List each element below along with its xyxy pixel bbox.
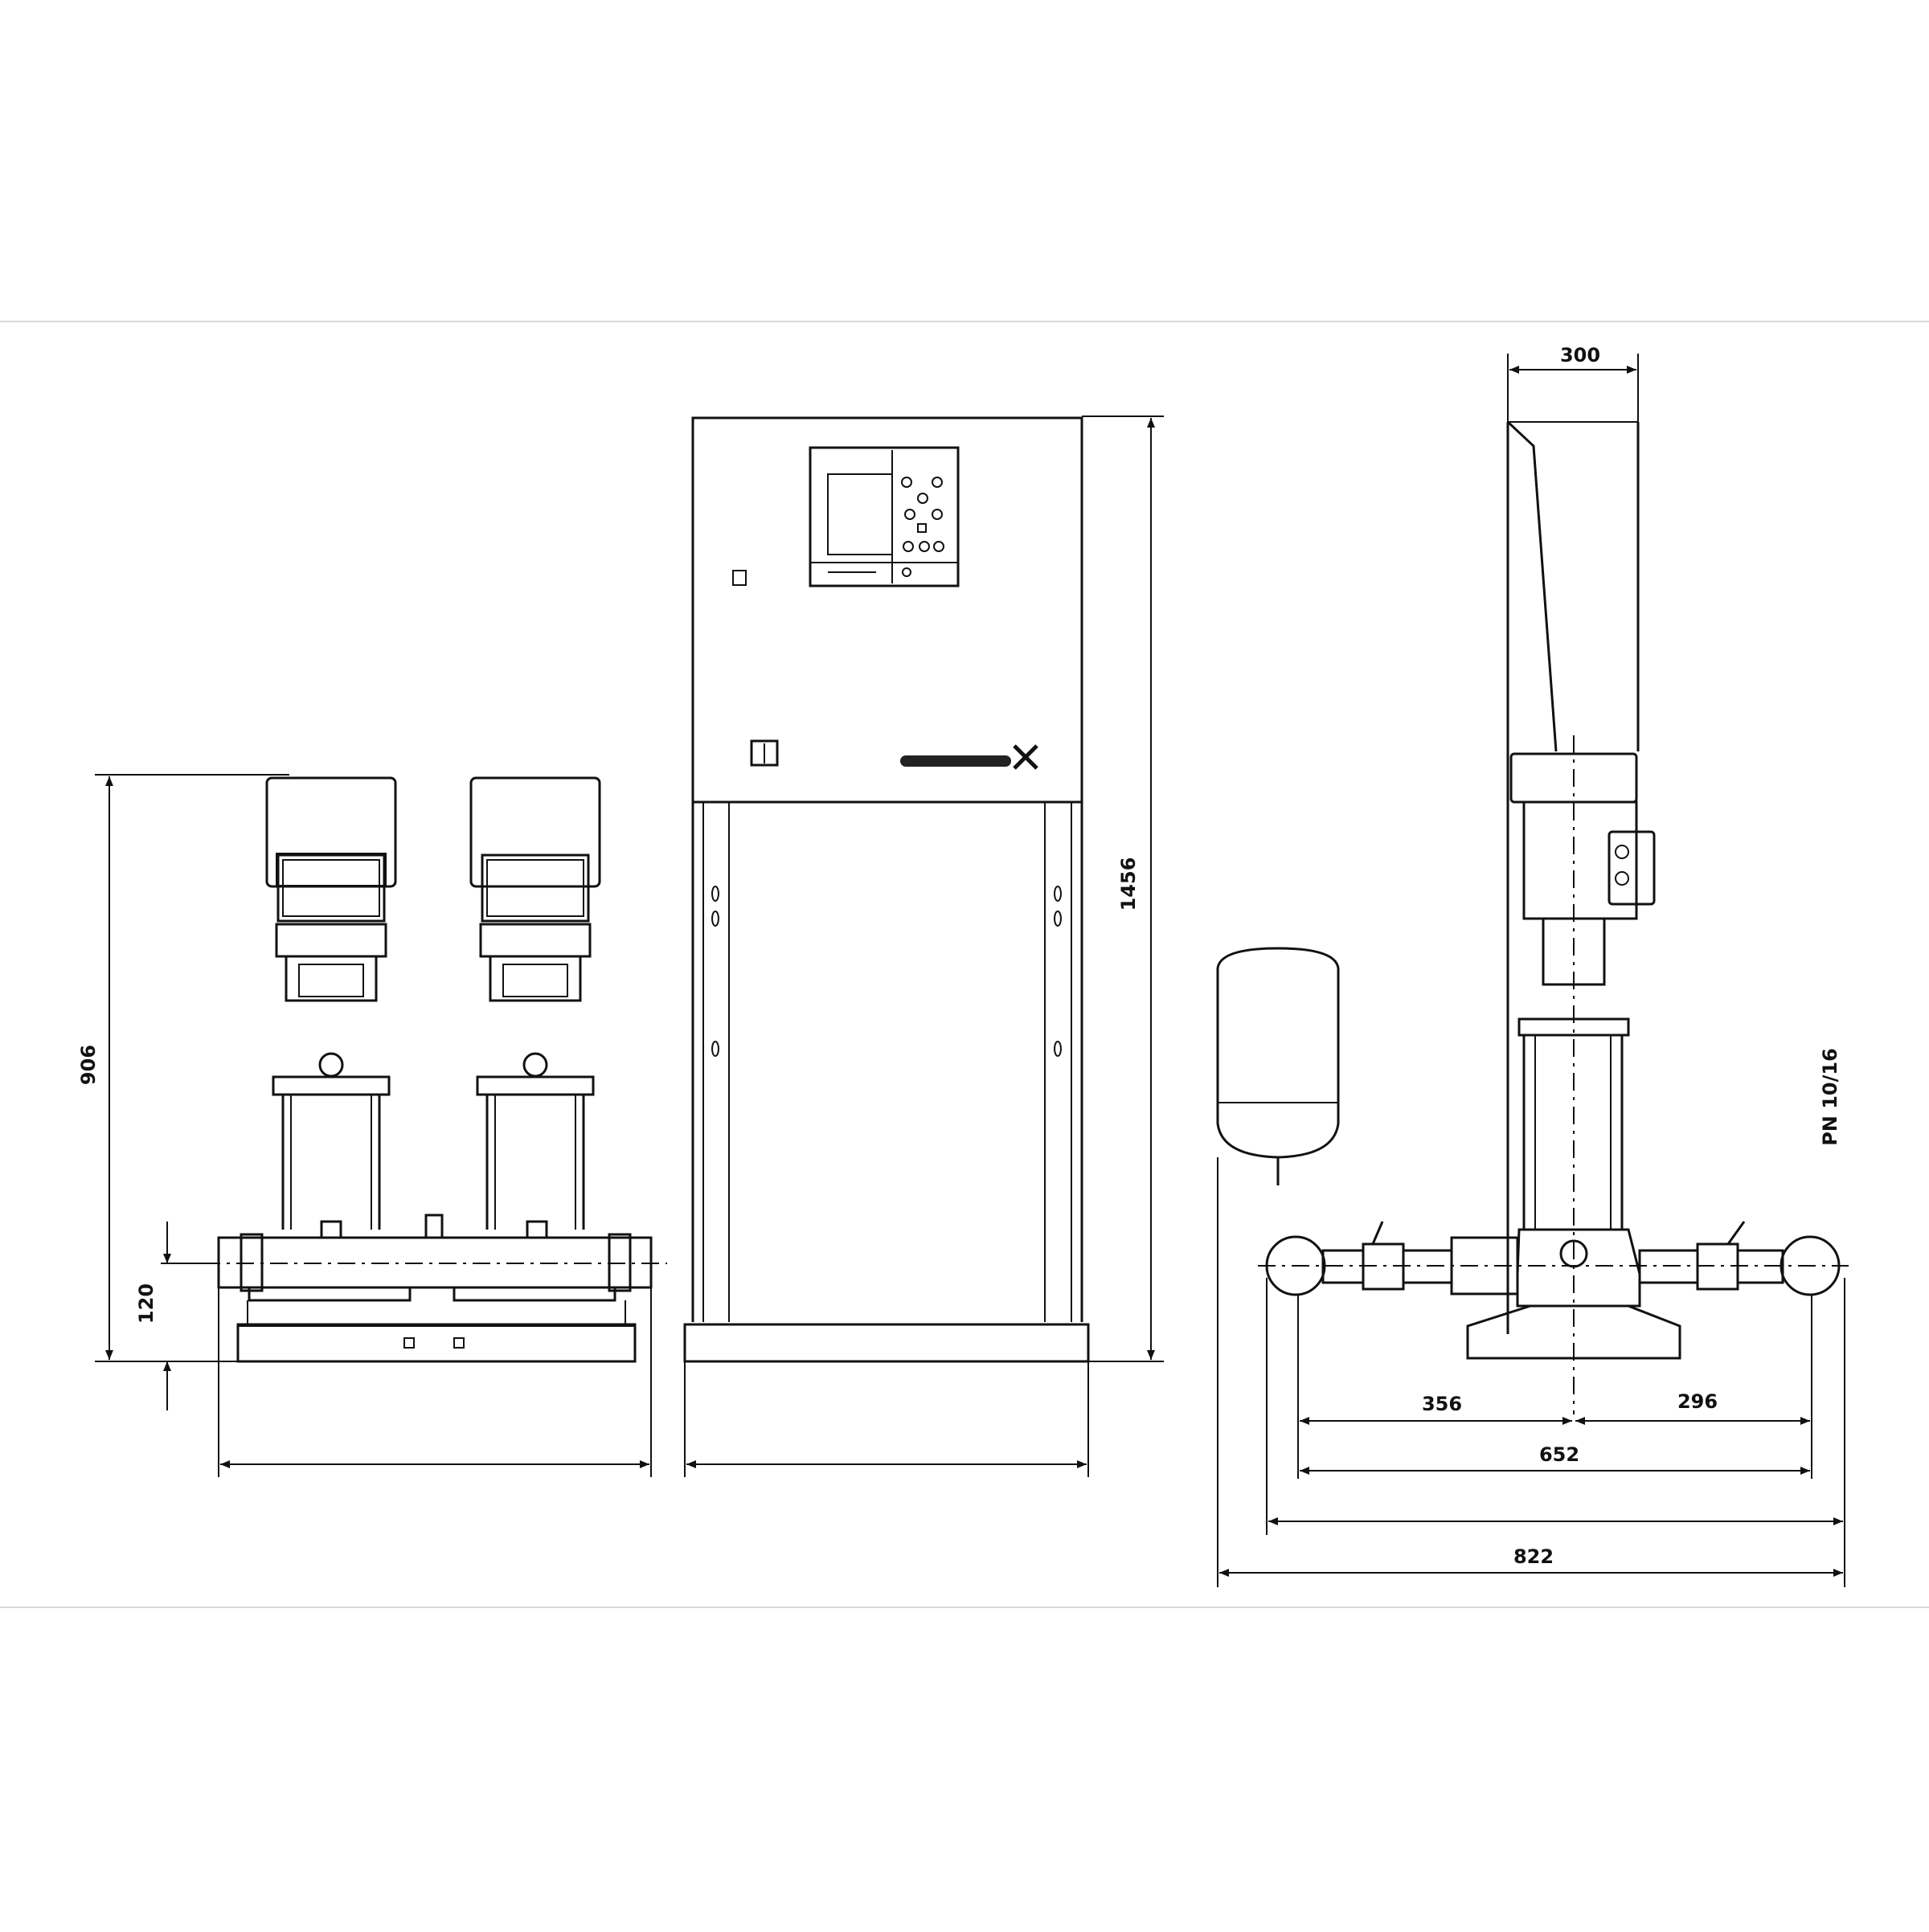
side-terminal-box (1608, 830, 1656, 906)
cabinet-slot (711, 911, 719, 927)
pump-1-head (285, 955, 378, 1002)
controller-button[interactable] (919, 541, 930, 552)
controller-panel (809, 446, 960, 587)
side-terminal-gland (1615, 871, 1629, 886)
pump-2-coupling (522, 1052, 548, 1078)
base-hole-left (403, 1337, 415, 1349)
motor-2-flange (479, 923, 592, 958)
grundfos-logo (900, 744, 1038, 770)
front-view: 906 120 (77, 774, 667, 1477)
controller-button[interactable] (932, 509, 943, 520)
dim-cabinet-depth: 300 (1560, 344, 1600, 366)
pressure-rating: PN 10/16 (1819, 1048, 1841, 1146)
motor-1-terminal-box (276, 853, 386, 923)
lower-manifold-left (248, 1286, 412, 1302)
dim-base-height: 120 (135, 1283, 158, 1324)
dim-manifold-length: 652 (1539, 1443, 1579, 1466)
cabinet-indicator (732, 570, 747, 586)
valve-handle-right (1726, 1221, 1746, 1245)
front-base-frame (236, 1323, 637, 1363)
side-terminal-gland (1615, 845, 1629, 859)
controller-button[interactable] (904, 509, 915, 520)
side-motor-body (1522, 800, 1638, 920)
valve-handle-left (1371, 1221, 1384, 1245)
dim-pump-to-right: 296 (1677, 1390, 1718, 1413)
cabinet-side-slope (1506, 420, 1558, 752)
pump-2-head (489, 955, 582, 1002)
motor-1 (265, 776, 397, 888)
controller-button[interactable] (901, 477, 912, 488)
controller-led (902, 567, 911, 577)
dim-overall-width: 822 (1513, 1545, 1554, 1568)
base-hole-right (453, 1337, 465, 1349)
dim-overall-height: 906 (77, 1045, 100, 1085)
pump-2-head-window (502, 964, 568, 997)
motor-1-window (282, 859, 380, 917)
pump-1-collar (272, 1075, 391, 1096)
pump-front-2 (469, 776, 601, 1230)
controller-button[interactable] (917, 493, 928, 504)
pump-1-head-window (298, 964, 364, 997)
dim-left-to-pump: 356 (1422, 1393, 1462, 1415)
cabinet-slot (1054, 886, 1062, 902)
pump-1-coupling (318, 1052, 344, 1078)
side-view: 300 PN 10/16 356 296 652 822 (1216, 344, 1849, 1587)
main-switch[interactable] (750, 739, 779, 767)
lower-manifold-right (453, 1286, 616, 1302)
motor-2 (469, 776, 601, 888)
cabinet-slot (1054, 1041, 1062, 1057)
cabinet-view: 1456 (683, 415, 1164, 1477)
controller-button[interactable] (932, 477, 943, 488)
diaphragm-tank (1216, 947, 1340, 1159)
motor-2-terminal-box (481, 853, 590, 923)
controller-button[interactable] (933, 541, 944, 552)
motor-1-fan-ribs (276, 853, 387, 886)
dim-cabinet-height: 1456 (1117, 858, 1140, 911)
motor-1-flange (275, 923, 387, 958)
cabinet-slot (711, 886, 719, 902)
cabinet-slot (1054, 911, 1062, 927)
motor-2-window (486, 859, 584, 917)
controller-button[interactable] (903, 541, 914, 552)
manifold-port-2 (526, 1220, 548, 1239)
pump-front-1 (265, 776, 397, 1230)
controller-button[interactable] (917, 523, 927, 533)
cabinet-base (683, 1323, 1090, 1363)
pump-2-collar (476, 1075, 595, 1096)
manifold-port-1 (320, 1220, 342, 1239)
manifold-valve (424, 1214, 444, 1239)
cabinet-slot (711, 1041, 719, 1057)
